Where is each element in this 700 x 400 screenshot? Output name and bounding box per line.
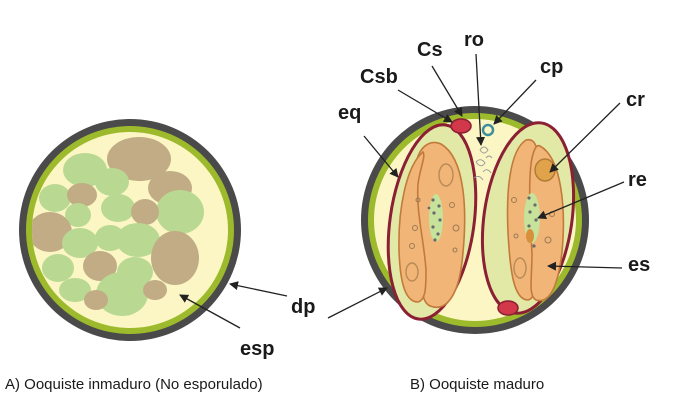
caption-immature: A) Ooquiste inmaduro (No esporulado) <box>5 376 263 393</box>
label-cp: cp <box>540 56 563 78</box>
label-ro: ro <box>464 29 484 51</box>
residual-body <box>429 194 443 242</box>
refractile-body <box>513 257 527 279</box>
refractile-body <box>405 262 419 282</box>
pointer-lines <box>179 53 625 329</box>
stieda-body <box>450 118 472 134</box>
label-eq: eq <box>338 102 361 124</box>
label-cs: Cs <box>417 39 443 61</box>
refractile-body <box>438 163 454 187</box>
mature-oocyst <box>361 106 589 334</box>
label-csb: Csb <box>360 66 398 88</box>
label-esp: esp <box>240 338 274 360</box>
stieda-body <box>497 300 519 316</box>
label-dp: dp <box>291 296 315 318</box>
polar-granule <box>481 123 495 137</box>
label-es: es <box>628 254 650 276</box>
caption-mature: B) Ooquiste maduro <box>410 376 544 393</box>
sporont-mass <box>32 137 204 316</box>
immature-oocyst <box>19 119 241 341</box>
oocyst-residuum <box>473 146 493 181</box>
label-cr: cr <box>626 89 645 111</box>
label-re: re <box>628 169 647 191</box>
sporocyst-left <box>386 118 478 321</box>
